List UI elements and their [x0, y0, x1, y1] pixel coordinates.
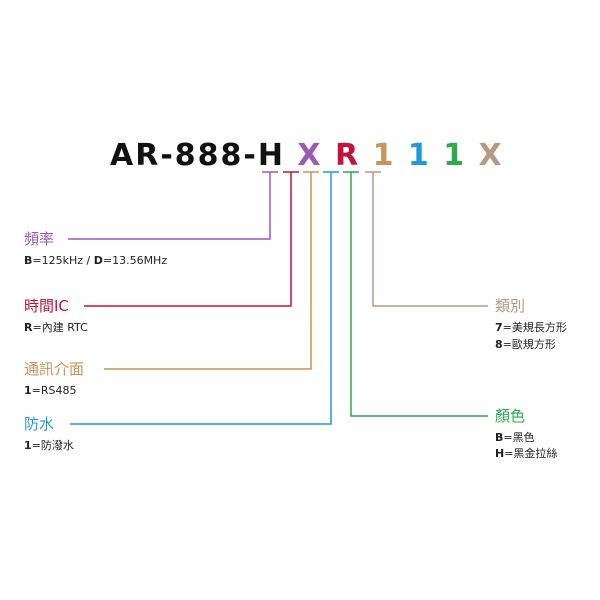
group-type: 類別 7=美規長方形 8=歐規方形: [495, 297, 567, 351]
connector-waterproof: [70, 172, 332, 425]
group-type-title: 類別: [495, 297, 525, 315]
group-interface: 通訊介面 1=RS485: [24, 360, 84, 397]
group-color-line-2: H=黑金拉絲: [495, 446, 557, 460]
model-code-clock: R: [335, 138, 360, 173]
group-clock-ic-title: 時間IC: [24, 297, 69, 315]
group-waterproof-title: 防水: [24, 415, 54, 433]
group-color-line-1: B=黑色: [495, 430, 535, 444]
group-clock-ic: 時間IC R=內建 RTC: [24, 297, 88, 334]
group-waterproof: 防水 1=防潑水: [24, 415, 74, 452]
model-code-interface: 1: [373, 138, 396, 173]
group-type-line-2: 8=歐規方形: [495, 337, 556, 351]
group-frequency-line-1: B=125kHz / D=13.56MHz: [24, 254, 167, 267]
connector-interface: [104, 172, 312, 370]
connector-color: [350, 172, 488, 417]
connector-clock: [84, 172, 292, 307]
group-color-title: 顏色: [495, 407, 525, 425]
connector-type: [372, 172, 488, 307]
group-waterproof-line-1: 1=防潑水: [24, 438, 74, 452]
model-code-waterproof: 1: [408, 138, 431, 173]
connector-lines: [68, 172, 488, 425]
group-interface-title: 通訊介面: [24, 360, 84, 378]
connector-frequency: [68, 172, 271, 240]
model-code-type: X: [479, 138, 504, 173]
group-frequency-title: 頻率: [24, 230, 54, 248]
model-number: AR-888-H X R 1 1 1 X: [110, 138, 504, 173]
group-type-line-1: 7=美規長方形: [495, 320, 567, 334]
model-prefix: AR-888-H: [110, 138, 285, 173]
group-clock-ic-line-1: R=內建 RTC: [24, 320, 88, 334]
model-code-color: 1: [443, 138, 466, 173]
group-color: 顏色 B=黑色 H=黑金拉絲: [495, 407, 557, 460]
group-interface-line-1: 1=RS485: [24, 384, 77, 397]
group-frequency: 頻率 B=125kHz / D=13.56MHz: [24, 230, 167, 267]
model-code-frequency: X: [297, 138, 322, 173]
